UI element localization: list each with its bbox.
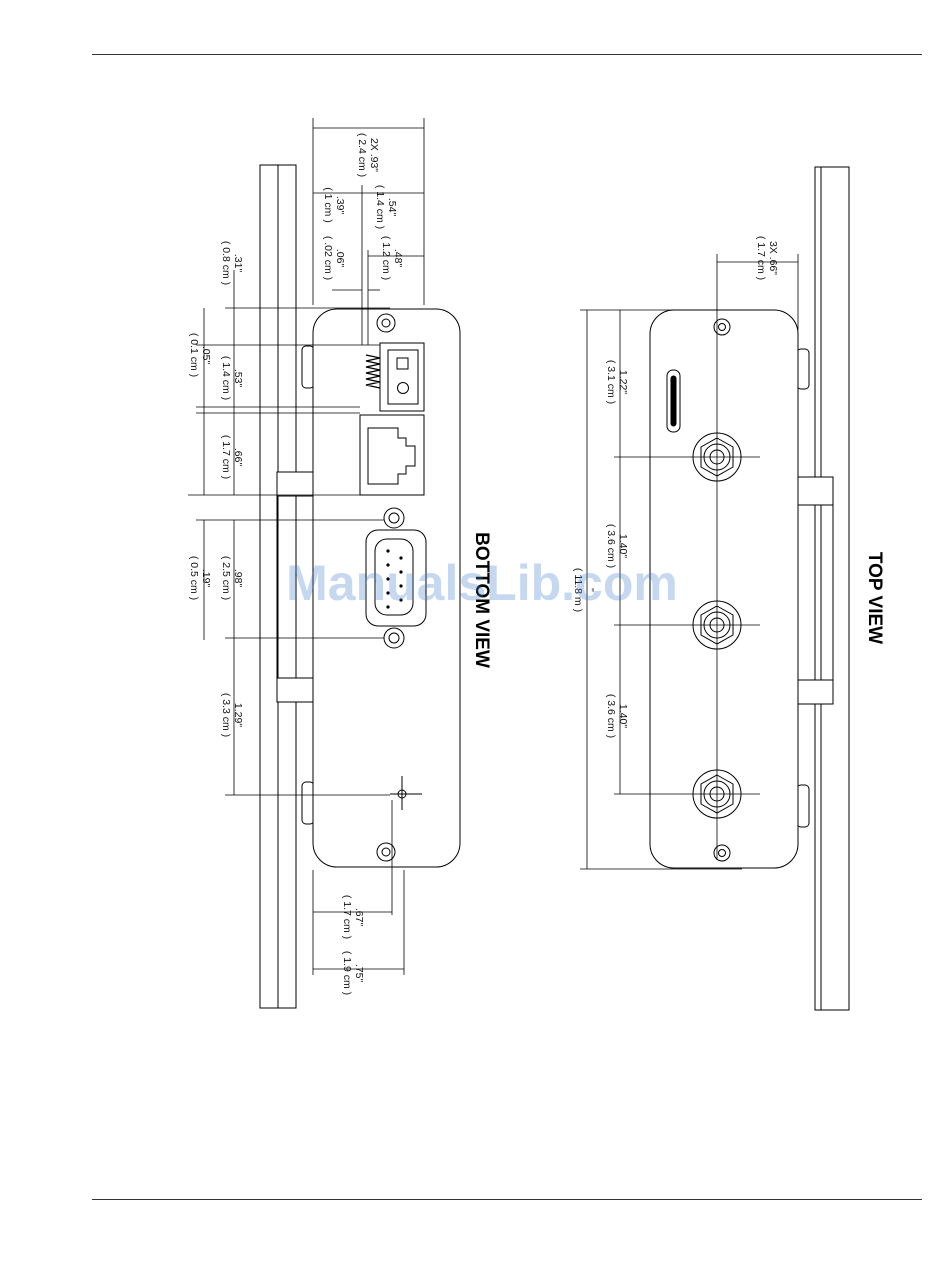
dim-label-cm: ( 1.7 cm ) bbox=[220, 435, 232, 479]
dim-label-cm: ( 11.8 m ) bbox=[572, 568, 584, 612]
bottom-side-tab-bottom bbox=[301, 781, 315, 825]
bottom-view bbox=[188, 118, 461, 1009]
serial-pin bbox=[386, 563, 390, 567]
dim-label-in: .06" bbox=[334, 249, 346, 268]
footer-rule bbox=[92, 1199, 922, 1200]
power-strain-relief bbox=[365, 354, 381, 389]
power-connector bbox=[379, 342, 425, 412]
dim-label-in: .48" bbox=[392, 249, 404, 268]
dim-label-cm: ( 2.5 cm ) bbox=[220, 556, 232, 600]
serial-connector-shell bbox=[365, 529, 427, 627]
watermark: ManualsLib.com bbox=[286, 555, 678, 611]
dim-label-cm: ( 0.5 cm ) bbox=[188, 556, 200, 600]
bottom-dimension-lines bbox=[188, 118, 425, 975]
bottom-dimension-labels: 2X .93"( 2.4 cm ) .54"( 1.4 cm ) .39"( 1… bbox=[188, 133, 404, 995]
dim-label-cm: ( 1.7 cm ) bbox=[341, 895, 353, 939]
serial-pin bbox=[386, 591, 390, 595]
dim-label-in: .19" bbox=[200, 569, 212, 588]
serial-pin bbox=[399, 598, 403, 602]
bottom-screw-bottom bbox=[376, 842, 396, 862]
bottom-view-title: BOTTOM VIEW bbox=[471, 532, 492, 668]
top-dimension-labels: 3X .66"( 1.7 cm ) 1.22"( 3.1 cm ) 1.40"(… bbox=[572, 236, 779, 738]
top-screw-top bbox=[713, 318, 731, 336]
top-view bbox=[580, 166, 850, 1011]
dim-label-in: .05" bbox=[200, 346, 212, 365]
top-screw-bottom bbox=[713, 844, 731, 862]
bottom-side-tab-top bbox=[301, 345, 315, 389]
dim-label-in: .98" bbox=[232, 569, 244, 588]
top-dimension-lines bbox=[580, 254, 799, 870]
dim-label-in: .67" bbox=[353, 908, 365, 927]
top-rail-clamp-bottom bbox=[797, 679, 834, 705]
dim-label-cm: ( 1.4 cm ) bbox=[374, 185, 386, 229]
dim-label-cm: ( 3.6 cm ) bbox=[605, 524, 617, 568]
top-side-tab-bottom bbox=[796, 784, 810, 828]
dim-label-cm: ( 3.6 cm ) bbox=[605, 694, 617, 738]
serial-pin bbox=[386, 577, 390, 581]
bottom-screw-bottom-inner bbox=[381, 847, 391, 857]
dim-label-in: .39" bbox=[334, 196, 346, 215]
sim-slot-inner bbox=[670, 375, 677, 427]
dim-label-cm: ( 1.7 cm ) bbox=[755, 236, 767, 280]
dim-label-cm: ( 1.4 cm ) bbox=[220, 356, 232, 400]
sim-slot bbox=[666, 369, 681, 433]
dim-label-cm: ( 1.9 cm ) bbox=[341, 951, 353, 995]
serial-pin bbox=[399, 556, 403, 560]
ethernet-jack bbox=[359, 414, 425, 496]
dim-label-in: .66" bbox=[232, 448, 244, 467]
dim-label-cm: ( 3.3 cm ) bbox=[220, 693, 232, 737]
dim-label-in: .54" bbox=[386, 198, 398, 217]
top-screw-bottom-inner bbox=[718, 849, 726, 857]
top-mounting-rail bbox=[814, 166, 850, 1011]
serial-pin bbox=[386, 605, 390, 609]
power-pin-1 bbox=[396, 357, 409, 370]
top-view-title: TOP VIEW bbox=[864, 552, 885, 644]
serial-pin bbox=[399, 570, 403, 574]
dim-label-cm: ( 0.8 cm ) bbox=[220, 241, 232, 285]
bottom-rail-clamp-bottom bbox=[276, 677, 314, 703]
dim-label-cm: ( 1 cm ) bbox=[322, 187, 334, 223]
bottom-screw-top-inner bbox=[381, 318, 391, 328]
bottom-screw-top bbox=[376, 313, 396, 333]
dim-label-in: 1.29" bbox=[232, 703, 244, 727]
serial-connector-face bbox=[374, 538, 414, 616]
serial-standoff-top-inner bbox=[388, 512, 400, 524]
top-rail-clamp-top bbox=[797, 476, 834, 506]
dim-label-in: .53" bbox=[232, 369, 244, 388]
dim-label-in: .75" bbox=[353, 964, 365, 983]
dim-label-cm: ( 1.2 cm ) bbox=[380, 236, 392, 280]
dim-label-in: .31" bbox=[232, 254, 244, 273]
serial-standoff-top bbox=[383, 507, 405, 529]
dim-label-in: 1.40" bbox=[617, 704, 629, 728]
dim-label-in: 2X .93" bbox=[368, 138, 380, 172]
dim-label-in: 1.40" bbox=[617, 534, 629, 558]
serial-pins bbox=[386, 549, 403, 609]
power-connector-inner bbox=[387, 349, 419, 405]
dim-label-cm: ( 3.1 cm ) bbox=[605, 360, 617, 404]
serial-pin bbox=[399, 584, 403, 588]
serial-pin bbox=[386, 549, 390, 553]
dim-label-in: 1.22" bbox=[617, 370, 629, 394]
dim-label-in: " bbox=[584, 588, 596, 592]
dim-label-cm: ( 2.4 cm ) bbox=[356, 133, 368, 177]
header-rule bbox=[92, 54, 922, 55]
top-screw-top-inner bbox=[718, 323, 726, 331]
dim-label-cm: ( .02 cm ) bbox=[322, 236, 334, 280]
serial-standoff-bottom-inner bbox=[388, 632, 400, 644]
ethernet-jack-port bbox=[367, 427, 416, 485]
dim-label-cm: ( 0.1 cm ) bbox=[188, 333, 200, 377]
dim-label-in: 3X .66" bbox=[767, 241, 779, 275]
top-side-tab-top bbox=[796, 348, 810, 390]
bottom-rail-clamp-top bbox=[276, 471, 314, 497]
power-pin-2 bbox=[397, 382, 409, 394]
